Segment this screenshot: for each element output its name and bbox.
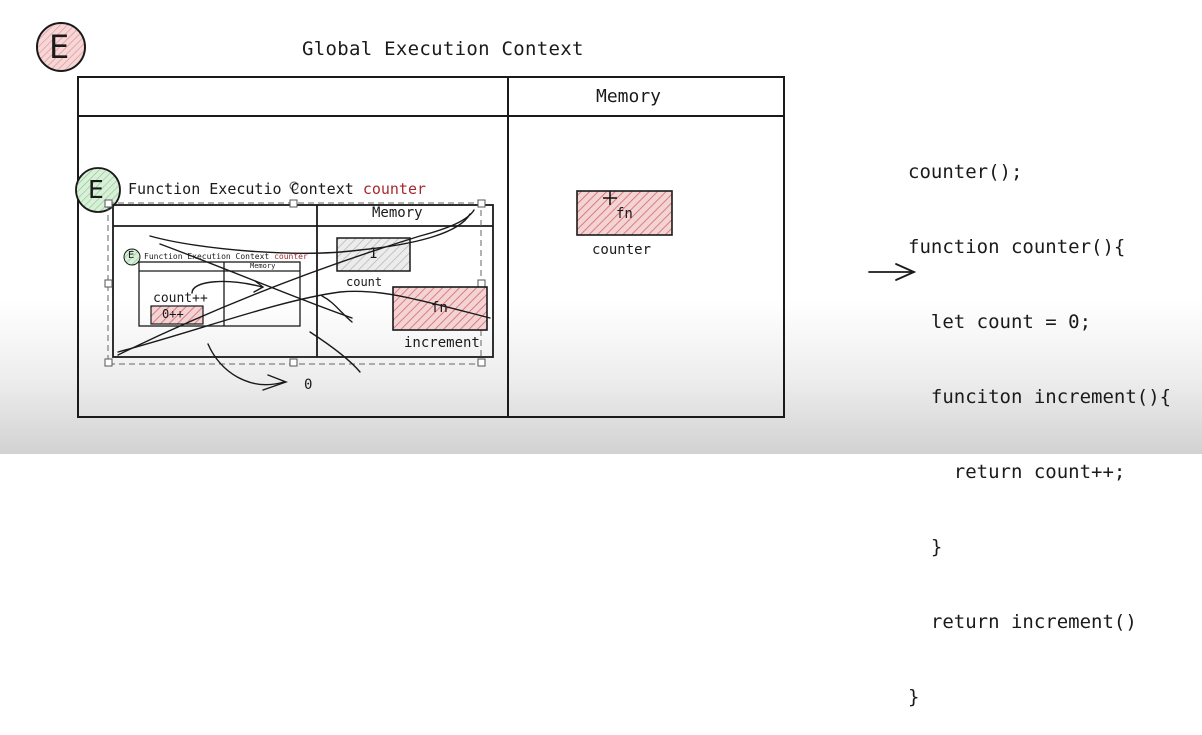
below-zero-value: 0 bbox=[304, 377, 313, 393]
inner-value: 0++ bbox=[162, 307, 184, 321]
diagram-canvas bbox=[36, 22, 917, 418]
global-memory-fn-value: fn bbox=[616, 206, 633, 222]
code-block: counter(); function counter(){ let count… bbox=[908, 110, 1171, 735]
inner-context-frame bbox=[138, 261, 301, 327]
inner-title-name: counter bbox=[274, 252, 308, 261]
global-e-badge bbox=[36, 22, 86, 72]
function-context-frame bbox=[112, 204, 494, 358]
global-context-title: Global Execution Context bbox=[302, 38, 584, 60]
count-value: 1 bbox=[369, 246, 378, 262]
code-line: } bbox=[908, 686, 920, 708]
inner-expr: count++ bbox=[153, 291, 208, 306]
function-context-title: Function Executio Context counter bbox=[128, 180, 426, 198]
code-line: } bbox=[908, 536, 943, 558]
move-cursor-icon bbox=[603, 191, 617, 205]
global-context-frame bbox=[77, 76, 785, 418]
selection-box[interactable] bbox=[104, 181, 486, 367]
function-title-prefix: Function Executio bbox=[128, 180, 282, 198]
function-title-suffix: Context bbox=[281, 180, 354, 198]
function-memory-header: Memory bbox=[372, 205, 423, 221]
inner-e-badge bbox=[123, 248, 141, 266]
inner-memory-header: Memory bbox=[250, 262, 276, 270]
increment-label: increment bbox=[404, 335, 480, 351]
code-line: return increment() bbox=[908, 611, 1137, 633]
code-line: function counter(){ bbox=[908, 236, 1126, 258]
code-line: let count = 0; bbox=[908, 311, 1092, 333]
function-title-name: counter bbox=[362, 180, 427, 198]
inner-title-prefix: Function Execution Context bbox=[144, 252, 270, 261]
increment-fn-box bbox=[392, 286, 488, 331]
global-e-letter: E bbox=[49, 28, 70, 66]
code-line: funciton increment(){ bbox=[908, 386, 1172, 408]
inner-context-title: Function Execution Context counter bbox=[144, 252, 308, 261]
current-line-arrow bbox=[868, 263, 917, 281]
global-memory-header: Memory bbox=[596, 86, 662, 107]
code-line: return count++; bbox=[908, 461, 1126, 483]
increment-fn-value: fn bbox=[431, 300, 448, 316]
global-memory-fn-label: counter bbox=[592, 242, 652, 258]
code-line: counter(); bbox=[908, 161, 1023, 183]
inner-e-letter: E bbox=[128, 250, 135, 261]
count-label: count bbox=[346, 275, 383, 289]
inner-value-box bbox=[150, 305, 204, 325]
global-memory-fn-box bbox=[576, 190, 673, 236]
function-e-letter: E bbox=[88, 175, 104, 204]
scribble-strokes bbox=[117, 209, 491, 391]
